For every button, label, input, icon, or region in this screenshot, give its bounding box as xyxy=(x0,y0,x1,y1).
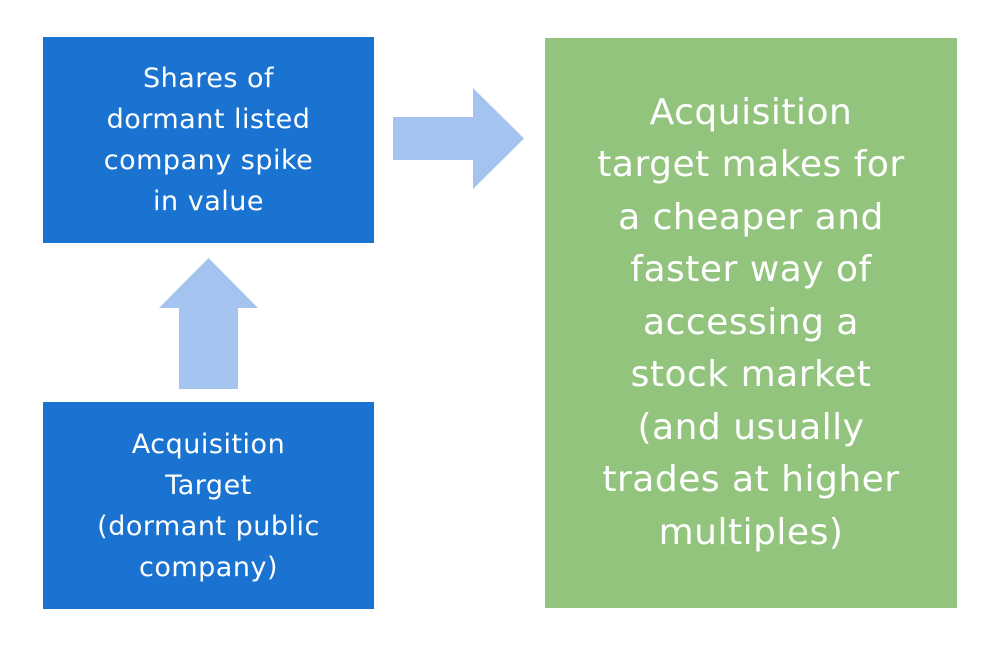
node-market-access-outcome: Acquisition target makes for a cheaper a… xyxy=(545,38,957,608)
node-share-price-spike: Shares of dormant listed company spike i… xyxy=(43,37,374,243)
arrow-up-shape xyxy=(159,258,258,389)
arrow-right-connector xyxy=(393,88,524,189)
arrow-right-shape xyxy=(393,88,524,189)
node-market-access-outcome-label: Acquisition target makes for a cheaper a… xyxy=(597,91,905,553)
node-acquisition-target-label: Acquisition Target (dormant public compa… xyxy=(97,428,320,583)
arrow-up-connector xyxy=(159,258,258,389)
node-acquisition-target: Acquisition Target (dormant public compa… xyxy=(43,402,374,609)
node-share-price-spike-label: Shares of dormant listed company spike i… xyxy=(103,63,314,217)
